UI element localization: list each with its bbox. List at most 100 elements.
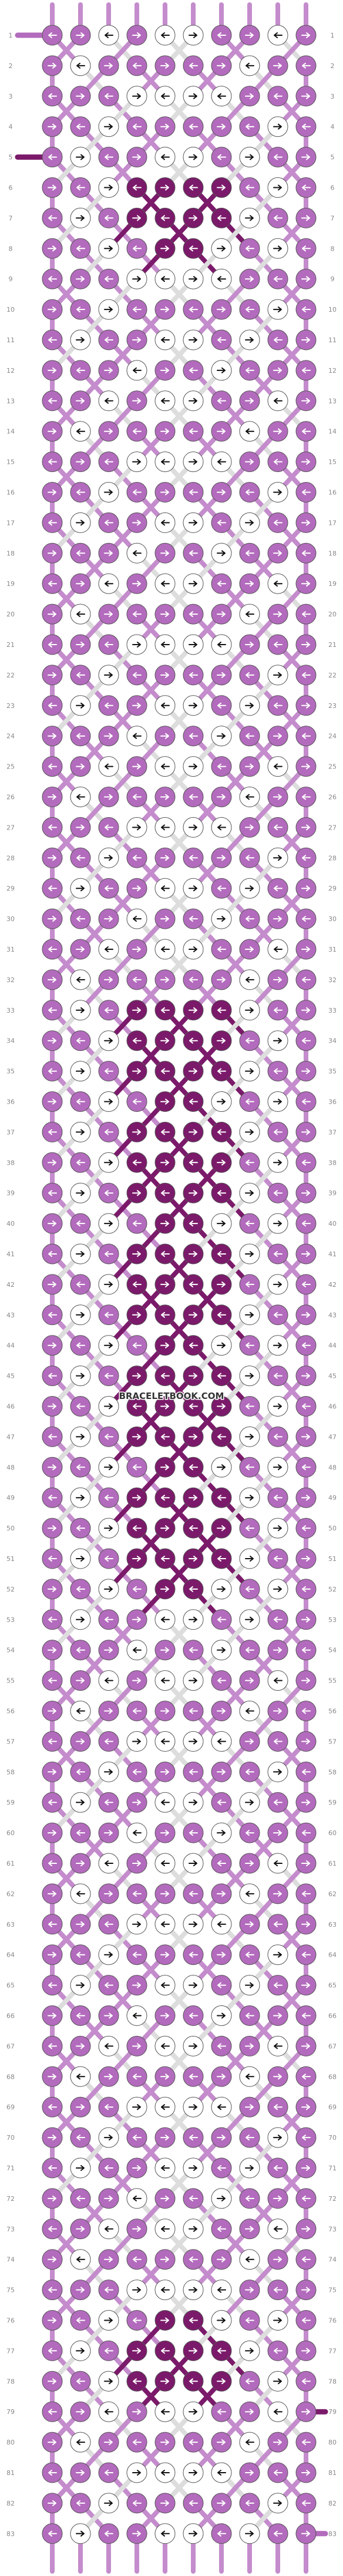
knot xyxy=(295,939,317,960)
arrow-left-icon xyxy=(133,1647,142,1653)
knot xyxy=(183,1456,204,1478)
arrow-left-icon xyxy=(189,245,198,252)
knot xyxy=(70,1274,91,1295)
arrow-left-icon xyxy=(189,1769,198,1775)
arrow-left-icon xyxy=(48,1129,57,1135)
row-number-right: 6 xyxy=(331,184,335,192)
arrow-left-icon xyxy=(133,672,142,678)
arrow-right-icon xyxy=(160,733,169,739)
arrow-left-icon xyxy=(189,550,198,557)
knot xyxy=(295,1761,317,1782)
knot xyxy=(98,2218,119,2240)
arrow-left-icon xyxy=(105,581,113,587)
knot xyxy=(183,116,204,137)
knot xyxy=(211,878,232,899)
knot xyxy=(183,390,204,412)
arrow-left-icon xyxy=(105,2104,113,2110)
knot xyxy=(98,2005,119,2026)
arrow-left-icon xyxy=(246,1281,254,1287)
arrow-right-icon xyxy=(217,2500,226,2506)
arrow-right-icon xyxy=(217,1890,226,1897)
arrow-left-icon xyxy=(189,2256,198,2263)
knot xyxy=(211,1731,232,1752)
arrow-right-icon xyxy=(189,215,197,221)
knot xyxy=(70,1548,91,1569)
knot xyxy=(267,1487,288,1508)
arrow-left-icon xyxy=(105,1860,113,1866)
knot xyxy=(42,299,63,320)
arrow-left-icon xyxy=(133,733,142,739)
arrow-left-icon xyxy=(302,2500,311,2506)
knot xyxy=(183,2310,204,2331)
arrow-left-icon xyxy=(274,1373,283,1379)
knot xyxy=(211,1426,232,1447)
knot xyxy=(295,2340,317,2361)
arrow-left-icon xyxy=(105,1921,113,1927)
arrow-right-icon xyxy=(217,1342,226,1348)
knot xyxy=(154,1518,176,1539)
knot xyxy=(211,2127,232,2148)
knot xyxy=(183,1243,204,1265)
row-number-left: 28 xyxy=(6,854,15,862)
arrow-right-icon xyxy=(132,763,141,770)
knot xyxy=(154,1243,176,1265)
arrow-left-icon xyxy=(189,1830,198,1836)
knot xyxy=(42,2280,63,2301)
row-number-right: 44 xyxy=(328,1342,337,1350)
knot xyxy=(295,2066,317,2087)
row-number-left: 5 xyxy=(9,154,13,161)
arrow-left-icon xyxy=(48,1190,57,1196)
knot xyxy=(211,1335,232,1356)
knot xyxy=(98,1274,119,1295)
arrow-left-icon xyxy=(105,1982,113,1988)
arrow-left-icon xyxy=(274,946,283,952)
knot xyxy=(126,2462,147,2483)
knot xyxy=(239,86,260,107)
arrow-left-icon xyxy=(274,276,283,282)
arrow-right-icon xyxy=(76,2165,85,2171)
arrow-left-icon xyxy=(274,337,283,343)
arrow-left-icon xyxy=(246,1220,254,1227)
knot xyxy=(239,1487,260,1508)
arrow-right-icon xyxy=(76,2348,85,2354)
knot xyxy=(126,634,147,655)
knot xyxy=(267,86,288,107)
arrow-left-icon xyxy=(133,2500,142,2506)
knot xyxy=(211,2096,232,2118)
arrow-right-icon xyxy=(301,215,310,221)
knot xyxy=(126,329,147,350)
row-number-left: 18 xyxy=(6,549,15,557)
arrow-right-icon xyxy=(273,1281,282,1287)
arrow-right-icon xyxy=(245,2104,254,2110)
knot xyxy=(239,1426,260,1447)
arrow-left-icon xyxy=(274,1616,283,1623)
row-number-left: 43 xyxy=(6,1311,15,1319)
knot xyxy=(267,969,288,990)
arrow-left-icon xyxy=(105,154,113,160)
row-number-right: 16 xyxy=(328,489,337,497)
row-number-right: 8 xyxy=(331,245,335,252)
knot xyxy=(98,1152,119,1173)
knot xyxy=(98,1914,119,1935)
knot xyxy=(98,1121,119,1142)
knot xyxy=(239,1975,260,1996)
knot xyxy=(70,360,91,381)
knot xyxy=(42,1822,63,1843)
knot xyxy=(211,55,232,76)
knot xyxy=(98,177,119,198)
arrow-left-icon xyxy=(217,2348,226,2354)
knot xyxy=(70,1944,91,1965)
arrow-right-icon xyxy=(273,2135,282,2141)
row-number-left: 29 xyxy=(6,885,15,892)
knot xyxy=(154,1883,176,1904)
arrow-left-icon xyxy=(274,93,283,99)
knot xyxy=(267,1853,288,1874)
arrow-left-icon xyxy=(48,215,57,221)
knot xyxy=(126,299,147,320)
arrow-left-icon xyxy=(189,1220,198,1227)
knot xyxy=(126,787,147,807)
arrow-left-icon xyxy=(161,1616,170,1623)
knot xyxy=(267,2371,288,2392)
row-number-right: 52 xyxy=(328,1586,337,1593)
arrow-left-icon xyxy=(302,2256,311,2263)
